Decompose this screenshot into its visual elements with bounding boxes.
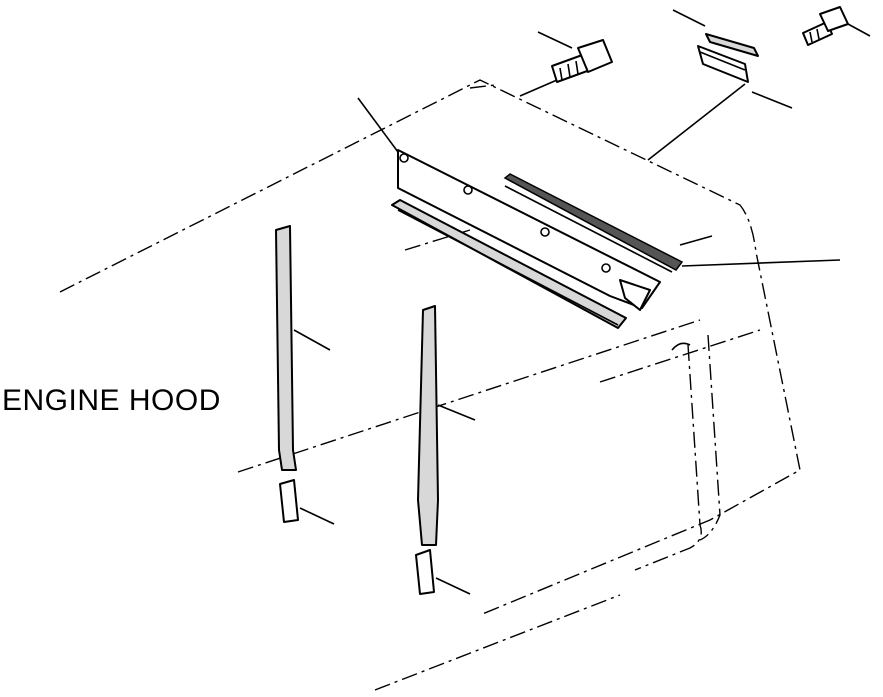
engine-hood-outline <box>59 79 801 691</box>
bracket-plate <box>357 97 661 311</box>
retainer-clip <box>647 9 793 161</box>
left-bolt <box>519 31 613 97</box>
left-vertical-seal <box>275 225 335 525</box>
engine-hood-label: ENGINE HOOD <box>2 384 221 417</box>
right-bolt <box>802 6 871 46</box>
right-vertical-seal <box>415 305 476 595</box>
lower-seal-strip <box>391 199 627 329</box>
upper-seal-strip <box>503 173 841 273</box>
side-window-opening <box>634 334 721 571</box>
